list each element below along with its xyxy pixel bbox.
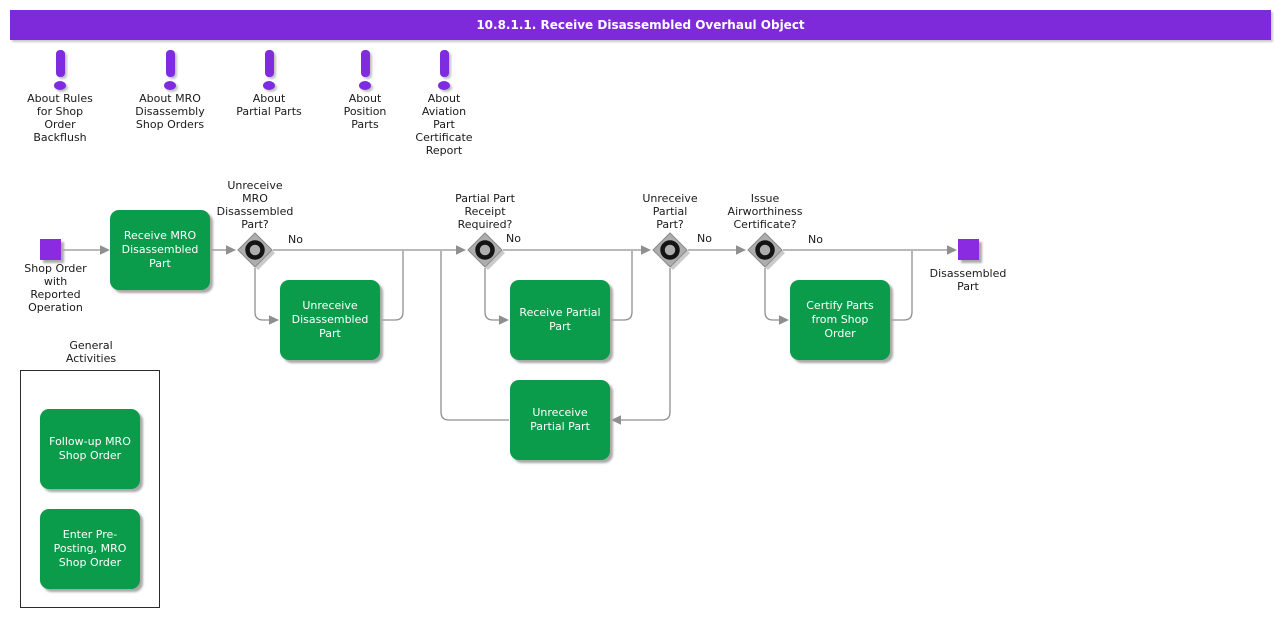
arrowhead-icon xyxy=(779,315,789,325)
activity-certify-parts-from-shop-order[interactable]: Certify Parts from Shop Order xyxy=(790,280,890,360)
exclamation-icon-dot xyxy=(54,81,66,90)
gateway-circle-icon xyxy=(245,240,265,260)
info-icon-position-parts[interactable] xyxy=(358,50,372,90)
arrowhead-icon xyxy=(611,415,621,425)
no-branch-label: No xyxy=(506,232,521,245)
info-icon-label[interactable]: About Position Parts xyxy=(343,92,387,131)
connector xyxy=(381,251,404,321)
exclamation-icon xyxy=(439,50,449,77)
decision-label: Partial Part Receipt Required? xyxy=(455,192,515,231)
exclamation-icon-dot xyxy=(164,81,176,90)
info-icon-aviation-part-certificate-report[interactable] xyxy=(437,50,451,90)
info-icon-label[interactable]: About Aviation Part Certificate Report xyxy=(415,92,473,157)
activity-enter-pre-posting-mro-shop-order[interactable]: Enter Pre- Posting, MRO Shop Order xyxy=(40,509,140,589)
arrowhead-icon xyxy=(641,245,651,255)
connector xyxy=(621,268,671,421)
activity-receive-mro-disassembled-part[interactable]: Receive MRO Disassembled Part xyxy=(110,210,210,290)
exclamation-icon-dot xyxy=(359,81,371,90)
connector xyxy=(254,268,270,321)
info-icon-mro-disassembly-shop-orders[interactable] xyxy=(163,50,177,90)
info-icon-rules-shop-order-backflush[interactable] xyxy=(53,50,67,90)
no-branch-label: No xyxy=(288,233,303,246)
general-activities-title: General Activities xyxy=(65,339,117,365)
decision-diamond-partial-part-receipt-required xyxy=(467,232,505,270)
info-icon-label[interactable]: About Rules for Shop Order Backflush xyxy=(27,92,93,144)
gateway-circle-icon xyxy=(475,240,495,260)
page-title: 10.8.1.1. Receive Disassembled Overhaul … xyxy=(10,10,1271,40)
exclamation-icon xyxy=(55,50,65,77)
activity-unreceive-disassembled-part[interactable]: Unreceive Disassembled Part xyxy=(280,280,380,360)
arrowhead-icon xyxy=(736,245,746,255)
decision-diamond-unreceive-mro-disassembled-part xyxy=(237,232,275,270)
connector xyxy=(484,268,500,321)
arrowheads xyxy=(100,245,957,425)
decision-diamond-issue-airworthiness-certificate xyxy=(747,232,785,270)
decision-label: Unreceive MRO Disassembled Part? xyxy=(216,179,294,231)
arrowhead-icon xyxy=(947,245,957,255)
no-branch-label: No xyxy=(697,232,712,245)
exclamation-icon xyxy=(165,50,175,77)
connector xyxy=(611,251,633,321)
activity-receive-partial-part[interactable]: Receive Partial Part xyxy=(510,280,610,360)
connector xyxy=(891,251,913,321)
arrowhead-icon xyxy=(100,245,110,255)
end-event-square xyxy=(958,239,979,260)
activity-unreceive-partial-part[interactable]: Unreceive Partial Part xyxy=(510,380,610,460)
start-event-label: Shop Order with Reported Operation xyxy=(24,262,87,314)
end-event-label: Disassembled Part xyxy=(929,267,1007,293)
gateway-circle-icon xyxy=(755,240,775,260)
activity-follow-up-mro-shop-order[interactable]: Follow-up MRO Shop Order xyxy=(40,409,140,489)
arrowhead-icon xyxy=(456,245,466,255)
start-event-square xyxy=(40,239,61,260)
connectors xyxy=(62,249,948,421)
arrowhead-icon xyxy=(499,315,509,325)
connector xyxy=(440,251,509,421)
decision-label: Unreceive Partial Part? xyxy=(642,192,698,231)
connector xyxy=(764,268,780,321)
info-icon-label[interactable]: About Partial Parts xyxy=(236,92,302,118)
decision-diamond-unreceive-partial-part xyxy=(652,232,690,270)
gateway-circle-icon xyxy=(660,240,680,260)
exclamation-icon xyxy=(360,50,370,77)
exclamation-icon xyxy=(264,50,274,77)
arrowhead-icon xyxy=(269,315,279,325)
decision-label: Issue Airworthiness Certificate? xyxy=(727,192,803,231)
arrowhead-icon xyxy=(226,245,236,255)
exclamation-icon-dot xyxy=(438,81,450,90)
info-icon-partial-parts[interactable] xyxy=(262,50,276,90)
no-branch-label: No xyxy=(808,233,823,246)
exclamation-icon-dot xyxy=(263,81,275,90)
info-icon-label[interactable]: About MRO Disassembly Shop Orders xyxy=(135,92,205,131)
